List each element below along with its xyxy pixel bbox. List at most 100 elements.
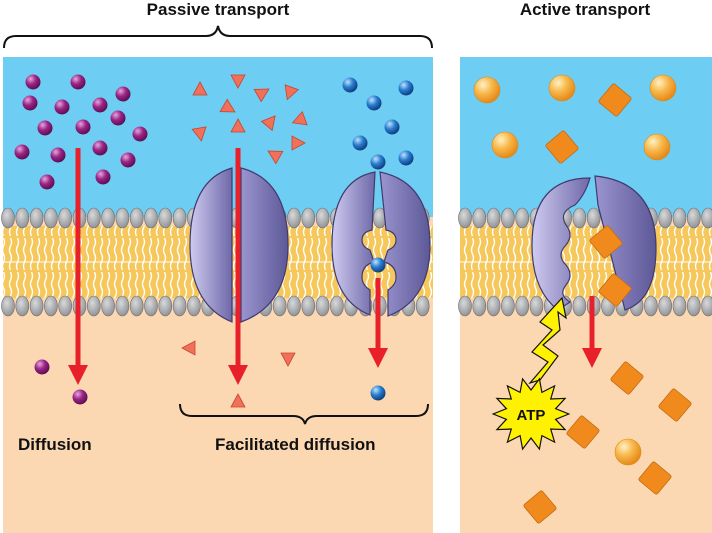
phospholipid-head: [58, 295, 72, 317]
phospholipid-head: [486, 207, 501, 229]
orange-ball-solute: [649, 74, 677, 102]
orange-diamond-solute: [610, 361, 644, 395]
phospholipid-head: [701, 207, 712, 229]
phospholipid-head: [672, 295, 687, 317]
purple-solute: [39, 174, 55, 190]
purple-solute: [75, 119, 91, 135]
phospholipid-head: [287, 207, 301, 229]
purple-solute: [14, 144, 30, 160]
purple-solute: [50, 147, 66, 163]
phospholipid-head: [415, 295, 430, 317]
orange-ball-solute: [548, 74, 576, 102]
triangle-solute: [284, 84, 300, 101]
orange-diamond-solute: [589, 225, 623, 259]
atp-star-icon: [491, 377, 571, 451]
orange-ball-solute: [643, 133, 671, 161]
phospholipid-head: [187, 295, 201, 317]
atp-burst: ATP: [491, 296, 571, 451]
phospholipid-head: [701, 295, 712, 317]
triangle-solute: [280, 352, 296, 367]
orange-diamond-solute: [523, 490, 557, 524]
blue-solute: [384, 119, 400, 135]
phospholipid-head: [301, 207, 316, 229]
phospholipid-head: [644, 295, 658, 317]
blue-solute: [342, 77, 358, 93]
purple-solute: [22, 95, 38, 111]
phospholipid-head: [672, 207, 687, 229]
phospholipid-head: [115, 295, 130, 317]
phospholipid-head: [44, 207, 58, 229]
arrows: [68, 148, 602, 385]
purple-solute: [70, 74, 86, 90]
phospholipid-head: [515, 295, 530, 317]
facilitated-brace: [179, 403, 429, 425]
triangle-solute: [267, 150, 284, 165]
phospholipid-head: [29, 207, 44, 229]
purple-solute: [132, 126, 148, 142]
purple-solute: [54, 99, 70, 115]
triangle-solute: [219, 98, 236, 113]
phospholipid-head: [287, 295, 301, 317]
orange-diamond-solute: [598, 273, 632, 307]
purple-solute: [95, 169, 111, 185]
channel-protein: [189, 167, 289, 323]
phospholipid-head: [1, 207, 15, 229]
phospholipid-head: [29, 295, 44, 317]
purple-solute: [110, 110, 126, 126]
phospholipid-head: [172, 295, 187, 317]
phospholipid-head: [87, 295, 101, 317]
purple-solute: [37, 120, 53, 136]
orange-diamond-solute: [638, 461, 672, 495]
phospholipid-head: [458, 207, 472, 229]
atp-pump-protein: [531, 175, 657, 311]
phospholipid-head: [158, 295, 173, 317]
phospholipid-head: [101, 207, 115, 229]
phospholipid-head: [486, 295, 501, 317]
purple-solute: [72, 389, 88, 405]
blue-solute: [398, 80, 414, 96]
phospholipid-head: [15, 295, 30, 317]
purple-solute: [120, 152, 136, 168]
phospholipid-head: [272, 295, 287, 317]
arrowhead: [368, 348, 388, 368]
phospholipid-head: [529, 295, 544, 317]
triangle-solute: [291, 135, 306, 151]
phospholipid-head: [572, 207, 587, 229]
phospholipid-head: [472, 207, 487, 229]
orange-ball-solute: [614, 438, 642, 466]
phospholipid-head: [87, 207, 101, 229]
phospholipid-head: [501, 295, 515, 317]
phospholipid-head: [144, 207, 158, 229]
triangle-solute: [230, 118, 246, 133]
purple-solute: [115, 86, 131, 102]
phospholipid-head: [315, 295, 330, 317]
phospholipid-head: [58, 207, 72, 229]
phospholipid-head: [686, 295, 701, 317]
phospholipid-head: [44, 295, 58, 317]
phospholipid-head: [458, 295, 472, 317]
arrowhead: [68, 365, 88, 385]
phospholipid-head: [1, 295, 15, 317]
purple-solute: [92, 97, 108, 113]
orange-diamond-solute: [545, 130, 579, 164]
orange-diamond-solute: [566, 415, 600, 449]
phospholipid-head: [101, 295, 115, 317]
phospholipid-head: [501, 207, 515, 229]
blue-solute: [366, 95, 382, 111]
orange-ball-solute: [473, 76, 501, 104]
blue-solute: [352, 135, 368, 151]
phospholipid-head: [115, 207, 130, 229]
phospholipid-head: [330, 295, 344, 317]
phospholipid-head: [158, 207, 173, 229]
triangle-solute: [192, 81, 208, 96]
arrowhead: [228, 365, 248, 385]
heading-passive-transport: Passive transport: [147, 0, 290, 19]
phospholipid-head: [572, 295, 587, 317]
triangle-solute: [230, 393, 246, 408]
triangle-solute: [230, 74, 246, 89]
blue-solute: [370, 257, 386, 273]
phospholipid-head: [144, 295, 158, 317]
phospholipid-head: [472, 295, 487, 317]
purple-solute: [92, 140, 108, 156]
